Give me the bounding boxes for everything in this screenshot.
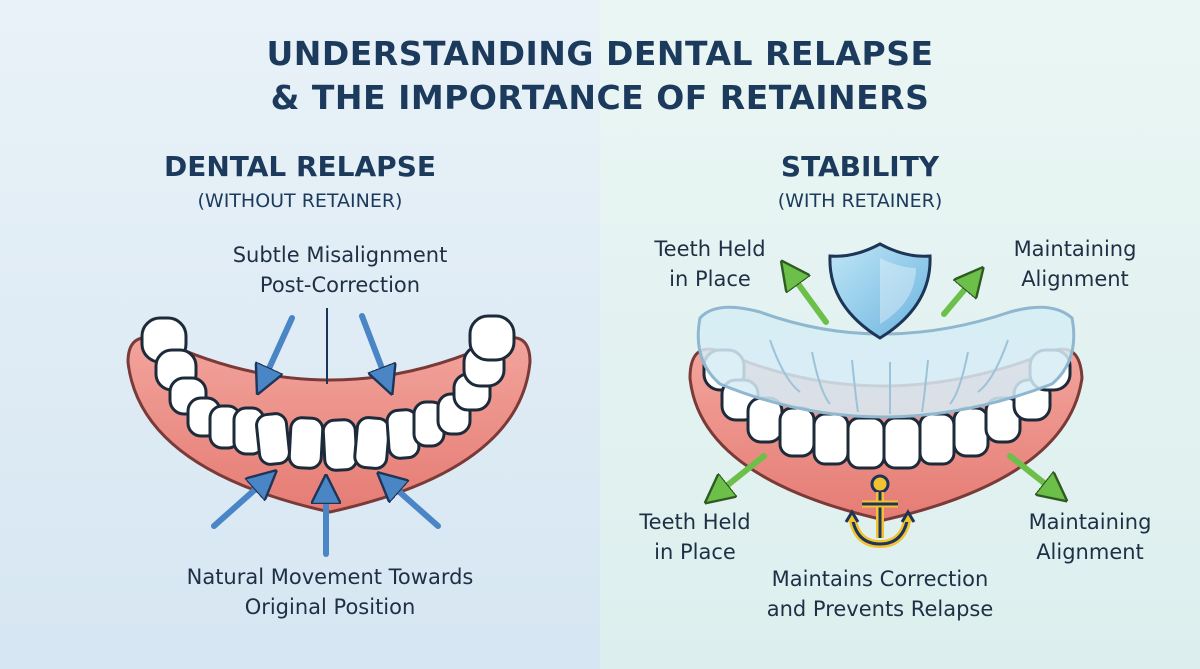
relapse-teeth bbox=[140, 314, 516, 472]
arrow-down-right bbox=[359, 313, 388, 384]
misalignment-label: Subtle Misalignment Post-Correction bbox=[232, 243, 448, 297]
maintaining-alignment-top-label: Maintaining Alignment bbox=[1013, 237, 1137, 291]
arrow-up-right bbox=[386, 480, 441, 529]
arrow-up-right-green bbox=[941, 276, 976, 317]
teeth-held-bottom-label: Teeth Held in Place bbox=[639, 510, 751, 564]
arrow-down-left-green bbox=[714, 453, 767, 496]
stability-heading: STABILITY bbox=[780, 150, 940, 183]
relapse-arrows bbox=[211, 313, 441, 557]
arrow-down-right-green bbox=[1007, 453, 1058, 494]
relapse-subheading: (WITHOUT RETAINER) bbox=[197, 190, 403, 212]
title-line-2: & THE IMPORTANCE OF RETAINERS bbox=[270, 78, 930, 117]
arrow-down-left bbox=[262, 315, 295, 384]
arrow-up-left bbox=[211, 478, 268, 529]
arrow-up-left-green bbox=[788, 270, 829, 325]
stability-arrows bbox=[714, 270, 1058, 496]
title-line-1: UNDERSTANDING DENTAL RELAPSE bbox=[266, 34, 934, 73]
maintaining-alignment-bottom-label: Maintaining Alignment bbox=[1028, 510, 1152, 564]
stability-subheading: (WITH RETAINER) bbox=[777, 190, 943, 212]
natural-movement-label: Natural Movement Towards Original Positi… bbox=[186, 565, 474, 619]
relapse-heading: DENTAL RELAPSE bbox=[163, 150, 436, 183]
anchor-icon bbox=[844, 474, 916, 549]
teeth-held-top-label: Teeth Held in Place bbox=[654, 237, 766, 291]
shield-icon bbox=[828, 242, 932, 340]
maintains-correction-label: Maintains Correction and Prevents Relaps… bbox=[766, 567, 994, 621]
retainer-tray bbox=[696, 305, 1076, 419]
